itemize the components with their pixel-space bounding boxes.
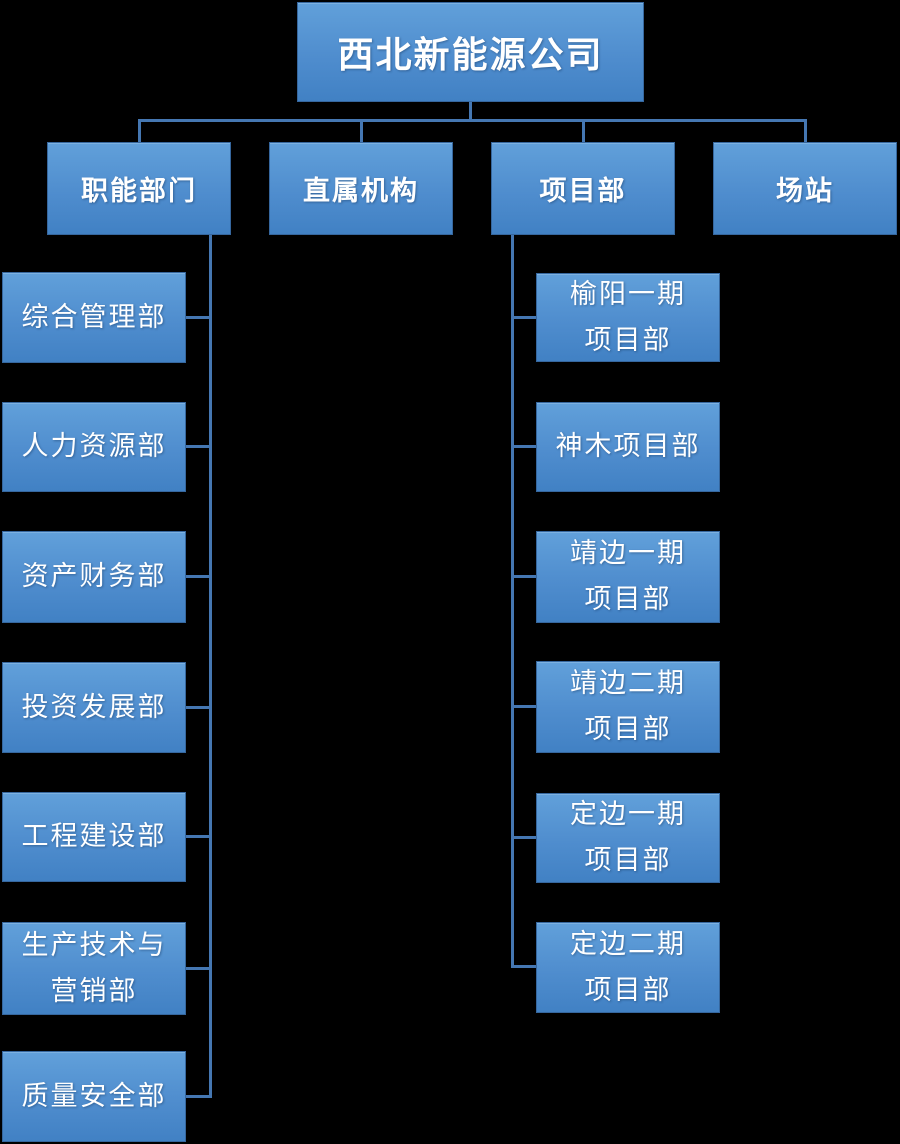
- org-node-direct-agencies: 直属机构: [269, 142, 453, 235]
- connector-drop-direct-agencies: [360, 119, 363, 142]
- org-node-production-tech-marketing: 生产技术与 营销部: [2, 922, 186, 1015]
- org-node-yuyang-phase1-project: 榆阳一期 项目部: [536, 273, 720, 362]
- connector-stub: [186, 835, 210, 838]
- connector-stub: [186, 316, 210, 319]
- connector-stub: [514, 836, 536, 839]
- org-node-jingbian-phase2-project: 靖边二期 项目部: [536, 661, 720, 753]
- org-node-project-departments: 项目部: [491, 142, 675, 235]
- connector-stub: [514, 445, 536, 448]
- connector-root-drop: [469, 102, 472, 121]
- connector-stub: [514, 316, 536, 319]
- org-node-company-root: 西北新能源公司: [297, 2, 644, 102]
- org-node-quality-safety: 质量安全部: [2, 1051, 186, 1142]
- connector-drop-stations: [804, 119, 807, 142]
- org-node-human-resources: 人力资源部: [2, 402, 186, 492]
- connector-trunk-functional: [209, 234, 212, 1098]
- connector-stub: [514, 575, 536, 578]
- connector-drop-functional-departments: [138, 119, 141, 142]
- connector-stub: [514, 965, 536, 968]
- org-node-shenmu-project: 神木项目部: [536, 402, 720, 492]
- org-node-general-management: 综合管理部: [2, 272, 186, 363]
- org-node-dingbian-phase2-project: 定边二期 项目部: [536, 922, 720, 1013]
- connector-stub: [514, 705, 536, 708]
- org-node-stations: 场站: [713, 142, 897, 235]
- connector-stub: [186, 967, 210, 970]
- org-node-functional-departments: 职能部门: [47, 142, 231, 235]
- connector-stub: [186, 1095, 210, 1098]
- org-node-investment-development: 投资发展部: [2, 662, 186, 753]
- org-node-dingbian-phase1-project: 定边一期 项目部: [536, 793, 720, 883]
- connector-trunk-projects: [511, 234, 514, 968]
- connector-level2-horizontal: [138, 119, 807, 122]
- org-node-engineering-construction: 工程建设部: [2, 792, 186, 882]
- connector-stub: [186, 445, 210, 448]
- connector-drop-project-departments: [582, 119, 585, 142]
- connector-stub: [186, 575, 210, 578]
- connector-stub: [186, 706, 210, 709]
- org-node-asset-finance: 资产财务部: [2, 531, 186, 623]
- org-node-jingbian-phase1-project: 靖边一期 项目部: [536, 531, 720, 623]
